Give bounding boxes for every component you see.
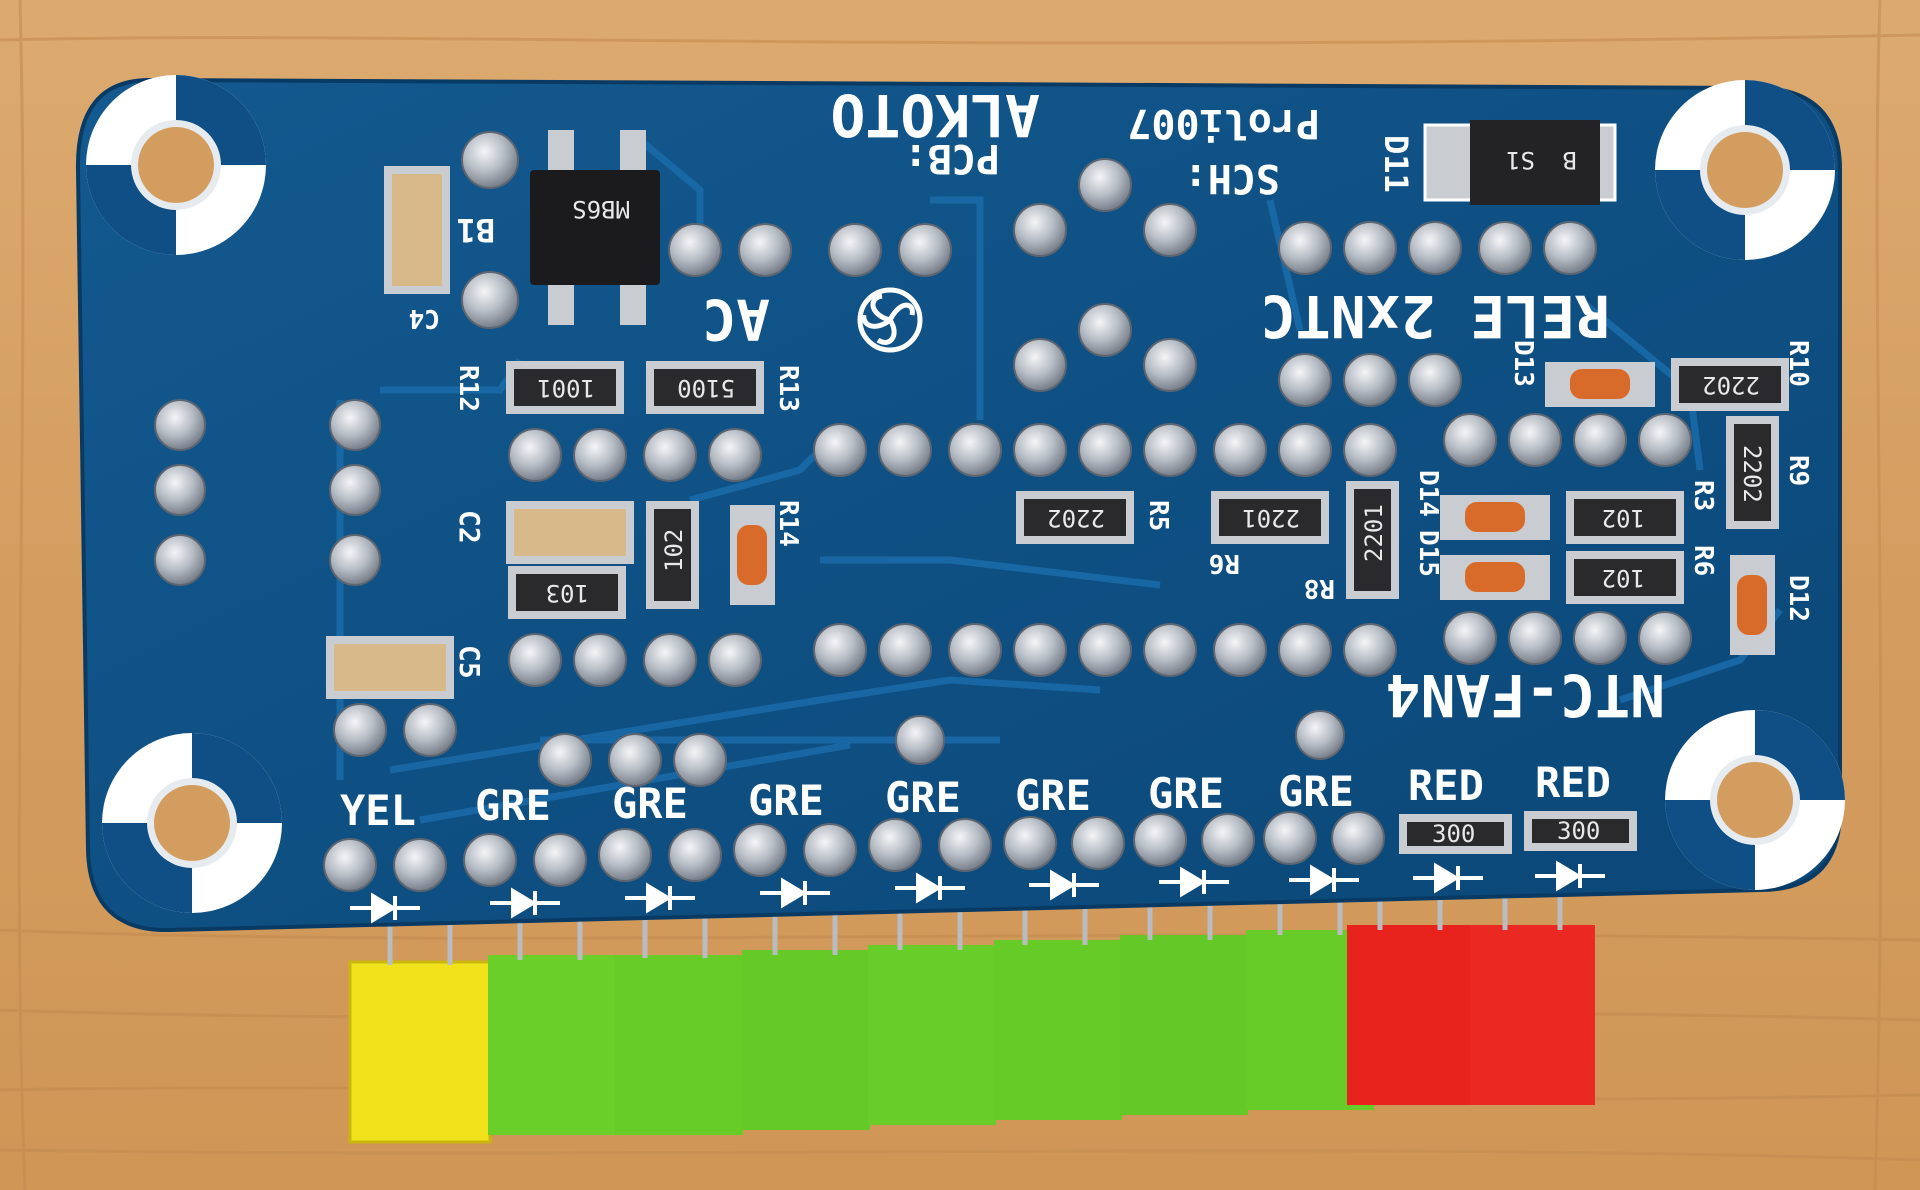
led-red-2	[1470, 925, 1595, 1105]
led-label-3: GRE	[612, 779, 688, 828]
designator-d11: D11	[1377, 135, 1415, 193]
designator-c5: C5	[453, 645, 486, 679]
smd-resistors	[506, 358, 1789, 854]
resistor-r10-marking: 2202	[1702, 371, 1760, 399]
led-label-7: GRE	[1148, 769, 1224, 818]
resistor-r3-marking: 102	[1602, 504, 1645, 532]
mounting-hole-icon	[86, 75, 1845, 913]
board-name-label: NTC-FAN4	[1386, 661, 1665, 729]
designator-d13: D13	[1508, 340, 1538, 387]
led-label-2: GRE	[475, 781, 551, 830]
resistor-r12-marking: 1001	[537, 374, 595, 402]
pcb-author-label: ALKOTO	[830, 81, 1040, 149]
pcb-board	[75, 77, 1842, 933]
resistor-c-marking: 103	[546, 579, 589, 607]
resistor-led2-marking: 300	[1557, 817, 1600, 845]
resistor-r9-marking: 2202	[1738, 445, 1766, 503]
relay-ntc-label: RELE 2xNTC	[1261, 282, 1610, 350]
designator-r13: R13	[773, 365, 803, 412]
designator-r10: R10	[1783, 340, 1813, 387]
led-label-8: GRE	[1278, 767, 1354, 816]
bridge-rectifier: MB6S	[530, 130, 660, 325]
designator-r6b: R6	[1688, 545, 1718, 576]
led-green-5	[994, 940, 1122, 1120]
led-label-5: GRE	[885, 773, 961, 822]
sch-author-label: Proli007	[1127, 100, 1320, 146]
led-label-10: RED	[1535, 758, 1611, 807]
diode-d11: S1 B	[1423, 120, 1617, 205]
designator-r9: R9	[1783, 455, 1813, 486]
led-green-6	[1120, 935, 1248, 1115]
designator-r5: R5	[1143, 500, 1173, 531]
resistor-r14-marking: 102	[660, 529, 688, 572]
designator-d14: D14	[1413, 470, 1443, 517]
sch-credit-label: SCH:	[1184, 155, 1280, 201]
solder-joints	[154, 131, 1692, 892]
led-red-1	[1347, 925, 1472, 1105]
led-green-2	[615, 955, 743, 1135]
resistor-r6b-marking: 102	[1602, 564, 1645, 592]
diode-marking-1: S1	[1506, 146, 1535, 174]
resistor-r13-marking: 5100	[677, 374, 735, 402]
led-green-3	[742, 950, 870, 1130]
designator-c4: C4	[409, 303, 440, 333]
resistor-markings: 1001 5100 103 102 2202 2201 2201 2202 10…	[537, 371, 1766, 848]
designator-r12: R12	[453, 365, 483, 412]
designator-r14: R14	[773, 500, 803, 547]
pcb-credit-label: PCB:	[904, 135, 1000, 181]
led-row	[348, 895, 1595, 1144]
silkscreen: PCB: ALKOTO SCH: Proli007 AC RELE 2xNTC …	[340, 81, 1813, 835]
led-label-1: YEL	[340, 786, 416, 835]
led-yellow	[348, 960, 492, 1144]
glass-diodes	[730, 362, 1775, 655]
led-green-1	[488, 955, 616, 1135]
diode-symbol-icon	[350, 860, 1605, 924]
designator-r8: R8	[1304, 573, 1335, 603]
fan-icon	[857, 287, 923, 353]
designator-r6: R6	[1209, 548, 1240, 578]
smd-capacitors	[326, 166, 634, 699]
led-label-4: GRE	[748, 776, 824, 825]
designator-d12: D12	[1783, 575, 1813, 622]
resistor-r5-marking: 2202	[1047, 504, 1105, 532]
resistor-r8-marking: 2201	[1360, 504, 1388, 562]
designator-b1: B1	[456, 211, 495, 249]
ac-connector-label: AC	[703, 286, 770, 351]
bridge-marking: MB6S	[572, 195, 630, 223]
designator-r3: R3	[1688, 480, 1718, 511]
resistor-led1-marking: 300	[1432, 820, 1475, 848]
led-label-9: RED	[1408, 761, 1484, 810]
designator-d15: D15	[1413, 530, 1443, 577]
diode-marking-2: B	[1563, 146, 1577, 174]
led-label-6: GRE	[1015, 771, 1091, 820]
designator-c2: C2	[453, 510, 486, 544]
led-green-4	[868, 945, 996, 1125]
resistor-r6-marking: 2201	[1242, 504, 1300, 532]
